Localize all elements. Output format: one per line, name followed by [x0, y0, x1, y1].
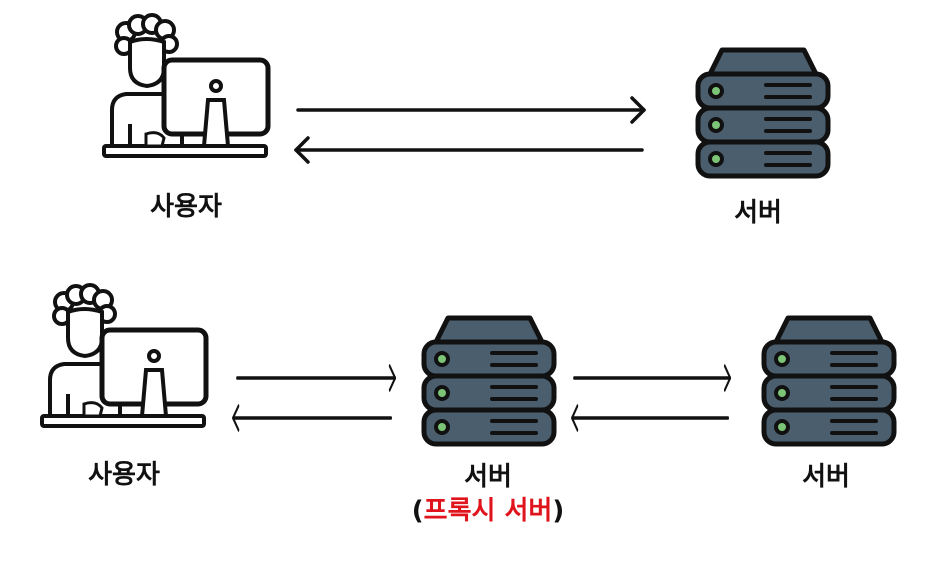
row2-proxy-label: 서버: [464, 462, 512, 492]
row2-user-label: 사용자: [88, 460, 160, 490]
arrow-left-icon: [294, 136, 644, 164]
proxy-note-close: ): [552, 496, 565, 526]
row1-user-label: 사용자: [150, 192, 222, 222]
arrow-left-icon: [231, 404, 393, 432]
arrow-right-icon: [572, 364, 732, 392]
proxy-note-text: 프록시 서버: [423, 496, 553, 526]
server-rack-icon: [758, 314, 900, 450]
arrow-left-icon: [570, 404, 730, 432]
proxy-note: (프록시 서버): [388, 496, 588, 526]
user-at-computer-icon: [40, 284, 208, 442]
server-rack-icon: [692, 46, 834, 182]
proxy-note-open: (: [411, 496, 424, 526]
row2-server-label: 서버: [802, 462, 850, 492]
arrow-right-icon: [235, 364, 397, 392]
row1-server-label: 서버: [734, 198, 782, 228]
arrow-right-icon: [296, 96, 646, 124]
proxy-server-rack-icon: [418, 314, 560, 450]
user-at-computer-icon: [102, 14, 270, 172]
